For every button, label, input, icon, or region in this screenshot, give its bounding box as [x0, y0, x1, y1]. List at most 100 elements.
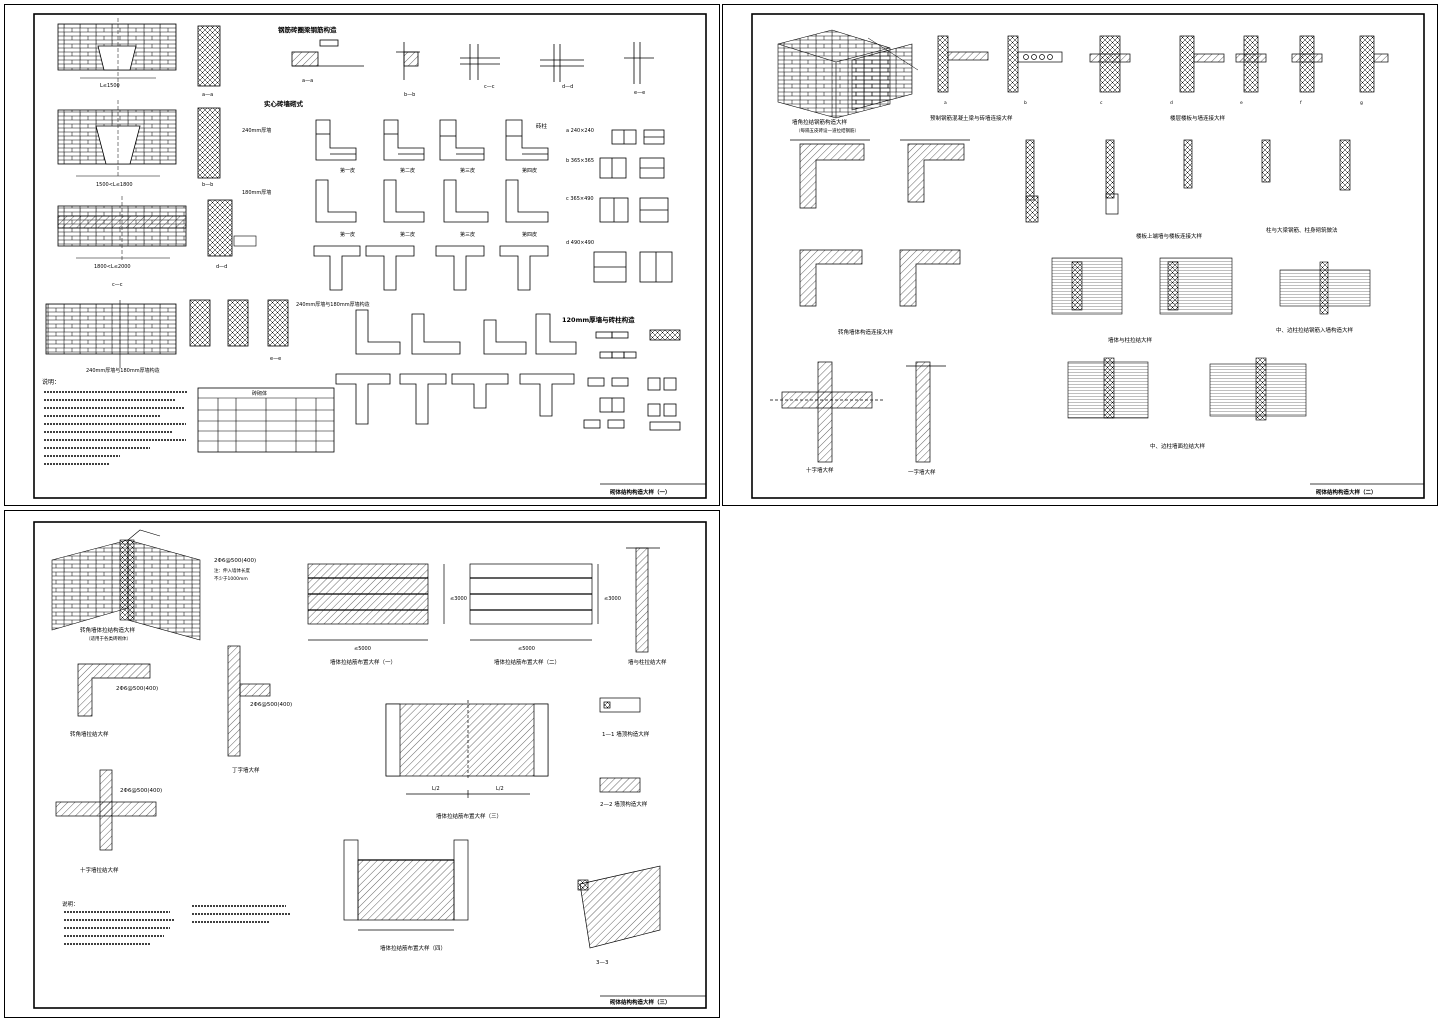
course-3a: 第三皮 [460, 167, 475, 174]
sheet-3-notes-title: 说明： [62, 900, 79, 908]
sheet-1: L≤1500 a—a 1500<L≤1800 b—b 1800<L≤2000 c… [33, 13, 707, 499]
cap-wall4: 墙体拉结筋布置大样（四） [380, 944, 446, 952]
bond-180-row [315, 179, 549, 223]
wall-panel-3 [385, 700, 549, 798]
col-label-a: a 240×240 [566, 128, 594, 134]
cap-side: 墙与柱拉结大样 [628, 658, 667, 666]
course-2a: 第二皮 [400, 167, 415, 174]
sheet-1-notes-title: 说明： [42, 378, 60, 386]
brick-lintel-b: 1500<L≤1800 b—b [57, 100, 221, 188]
brick-wall-elevation: 240mm厚墙与180mm厚墙构造 e—e [45, 299, 289, 374]
sub-b: b [1024, 100, 1027, 106]
anchor-label-b: b—b [404, 92, 415, 98]
rebar-note-d: 2Φ6@500(400) [120, 788, 162, 794]
tee-L-details [770, 361, 946, 463]
course-4b: 第四皮 [522, 231, 537, 238]
joint-details [1051, 257, 1371, 421]
bond-240-row [315, 119, 549, 161]
cap-axon-3-sub: （适用于各类砖砌体） [86, 635, 131, 642]
col-label-d: d 490×490 [566, 240, 594, 246]
sheet-2-title-block: 砌体结构构造大样（二） [1315, 488, 1377, 496]
dim-lh-2: L/2 [496, 786, 504, 792]
sub-a: a [944, 101, 947, 106]
dim-5000-b: ≤5000 [518, 646, 535, 652]
sub-g: g [1360, 101, 1363, 106]
label-brick-col: 砖柱 [536, 122, 548, 130]
slab-sections-top [937, 35, 1389, 93]
cap-tee-3: 丁字墙大样 [232, 766, 260, 774]
sheet-2: 墙角拉结钢筋构造大样 （每隔五皮砖设一道拉结钢筋） a b c d e f g … [751, 13, 1425, 499]
sheet-3: 转角墙体拉结构造大样 （适用于各类砖砌体） 2Φ6@500(400) 注：伸入墙… [33, 521, 707, 1009]
cap-22: 2—2 墙顶构造大样 [600, 800, 648, 808]
sheet-1-border [33, 13, 707, 499]
dim-3000-a: ≤3000 [450, 596, 467, 602]
label-junction: 240mm厚墙与180mm厚墙构造 [296, 301, 370, 308]
tee-cross-3 [55, 645, 271, 851]
rebar-note-b: 2Φ6@500(400) [116, 686, 158, 692]
cap-corner-3: 转角墙拉结大样 [70, 730, 109, 738]
rebar-note-a: 2Φ6@500(400) [214, 558, 256, 564]
span-b-label: 1500<L≤1800 [96, 182, 133, 188]
brick-lintel-a: L≤1500 a—a [57, 18, 221, 98]
anchor-label-c: c—c [484, 84, 495, 90]
cap-joint3: 中、边柱墙面拉结大样 [1150, 442, 1206, 450]
cap-33: 3—3 [596, 960, 609, 966]
sheet-2-frame [722, 4, 1438, 506]
cap-col-beam: 柱与大梁钢筋、柱身砌筑做法 [1266, 226, 1338, 234]
sub-f: f [1300, 100, 1302, 106]
anchor-label-e: e—e [634, 90, 645, 96]
wall-panel-1 [307, 563, 445, 641]
cap-tee-2: 十字墙大样 [806, 466, 834, 474]
corner-details [790, 139, 970, 307]
cap-slab-wall: 楼板上端墙与楼板连接大样 [1136, 232, 1203, 240]
span-c-label: 1800<L≤2000 [94, 264, 131, 270]
bond-junction-row [335, 309, 577, 425]
heading-120: 120mm厚墙与砖柱构造 [562, 315, 635, 324]
cap-wall3: 墙体拉结筋布置大样（三） [436, 812, 502, 820]
cap-axon-wall-sub: （每隔五皮砖设一道拉结钢筋） [796, 127, 859, 134]
col-label-b: b 365×365 [566, 158, 594, 164]
cap-11: 1—1 墙顶构造大样 [602, 730, 650, 738]
course-1b: 第一皮 [340, 231, 355, 238]
sheet-2-border [751, 13, 1425, 499]
heading-solid: 实心砖墙砌式 [264, 99, 304, 108]
cap-axon-wall: 墙角拉结钢筋构造大样 [792, 118, 848, 126]
cap-L-2: 一字墙大样 [908, 468, 936, 476]
rebar-text2-a: 不少于1000mm [214, 576, 248, 582]
section-33 [577, 865, 661, 949]
cap-cross-3: 十字墙拉结大样 [80, 866, 119, 874]
column-bonds [593, 129, 673, 283]
cap-corner: 转角墙体构造连接大样 [838, 328, 894, 336]
sheet-1-table: 砖砌体 [197, 387, 335, 453]
anchor-detail-row [291, 39, 654, 84]
section-a-label: a—a [202, 92, 213, 98]
course-4a: 第四皮 [522, 167, 537, 174]
anchor-label-d: d—d [562, 84, 573, 90]
axon-wall-corner [777, 29, 919, 119]
dim-lh-1: L/2 [432, 786, 440, 792]
sheet-3-border [33, 521, 707, 1009]
col-label-c: c 365×490 [566, 196, 594, 202]
label-180: 180mm厚墙 [242, 189, 271, 196]
sheet-3-frame [4, 510, 720, 1018]
rebar-note-c: 2Φ6@500(400) [250, 702, 292, 708]
brick-lintel-c: 1800<L≤2000 c—c d—d [57, 196, 257, 288]
dim-5000-a: ≤5000 [354, 646, 371, 652]
course-1a: 第一皮 [340, 167, 355, 174]
section-b-label: b—b [202, 182, 213, 188]
span-a-label: L≤1500 [100, 83, 120, 89]
cap-floor-wall: 楼层楼板与墙连接大样 [1170, 114, 1226, 122]
slab-wall-middle [1025, 139, 1351, 223]
bond-120-row [583, 329, 681, 431]
sub-e: e [1240, 101, 1243, 106]
heading-anchor: 钢筋砖圈梁钢筋构造 [278, 25, 337, 34]
cap-wall2: 墙体拉结筋布置大样（二） [494, 658, 560, 666]
course-2b: 第二皮 [400, 231, 415, 238]
dim-3000-b: ≤3000 [604, 596, 621, 602]
label-240: 240mm厚墙 [242, 127, 271, 134]
cap-joint: 墙体与柱拉结大样 [1108, 336, 1153, 344]
sheet-1-frame [4, 4, 720, 506]
wall-panel-2 [469, 563, 599, 641]
sheet-3-notes [64, 905, 290, 945]
